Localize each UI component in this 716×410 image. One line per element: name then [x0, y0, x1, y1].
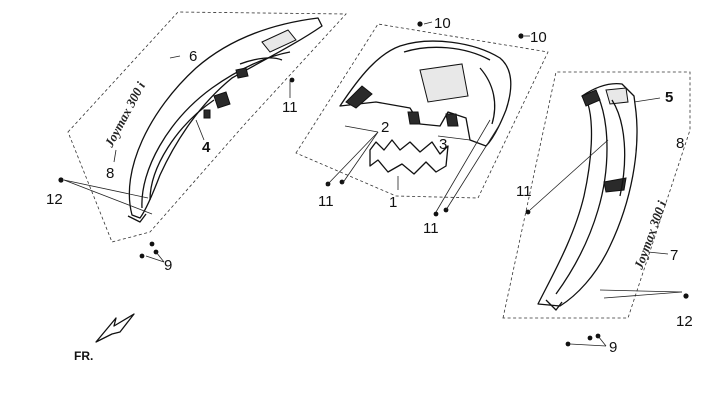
callout-7: 7 [670, 247, 678, 264]
callout-12-left: 12 [46, 191, 63, 208]
screw-9a-2 [149, 241, 155, 247]
callout-4: 4 [202, 139, 211, 156]
callout-12-right: 12 [676, 313, 693, 330]
callouts: 10 10 6 4 11 2 3 1 11 11 11 8 12 9 5 8 7… [46, 15, 693, 356]
right-cover-frame [502, 71, 691, 319]
right-emblem: Joymax 300 i [630, 198, 669, 272]
callout-3: 3 [439, 136, 447, 153]
fasteners [58, 21, 689, 347]
callout-1: 1 [389, 194, 397, 211]
screw-10a [417, 21, 423, 27]
callout-11-center-right: 11 [423, 220, 439, 237]
screw-11a [289, 77, 295, 83]
left-side-cover [127, 17, 323, 223]
callout-11-center-left: 11 [318, 193, 334, 210]
screw-9b-2 [587, 335, 593, 341]
center-carrier-frame [295, 23, 549, 199]
callout-5: 5 [665, 89, 673, 106]
callout-11-left: 11 [282, 99, 298, 116]
screw-12b [683, 293, 689, 299]
screw-11c-1 [433, 211, 439, 217]
callout-8-left: 8 [106, 165, 114, 182]
callout-11-right: 11 [516, 183, 532, 200]
screw-9b-1 [565, 341, 571, 347]
front-direction-label: FR. [74, 349, 93, 363]
callout-8-right: 8 [676, 135, 684, 152]
front-direction-arrow [95, 313, 135, 343]
screw-9a-1 [139, 253, 145, 259]
callout-9-left: 9 [164, 257, 172, 274]
screw-12a [58, 177, 64, 183]
screw-10b [518, 33, 524, 39]
left-emblem: Joymax 300 i [101, 79, 148, 150]
callout-10-right: 10 [530, 29, 547, 46]
right-side-cover [537, 82, 638, 311]
screw-11d [525, 209, 531, 215]
callout-10-top: 10 [434, 15, 451, 32]
callout-2: 2 [381, 119, 389, 136]
callout-9-right: 9 [609, 339, 617, 356]
callout-6: 6 [189, 48, 197, 65]
screw-11b-2 [339, 179, 345, 185]
leader-lines [63, 21, 683, 347]
center-carrier [339, 40, 512, 175]
